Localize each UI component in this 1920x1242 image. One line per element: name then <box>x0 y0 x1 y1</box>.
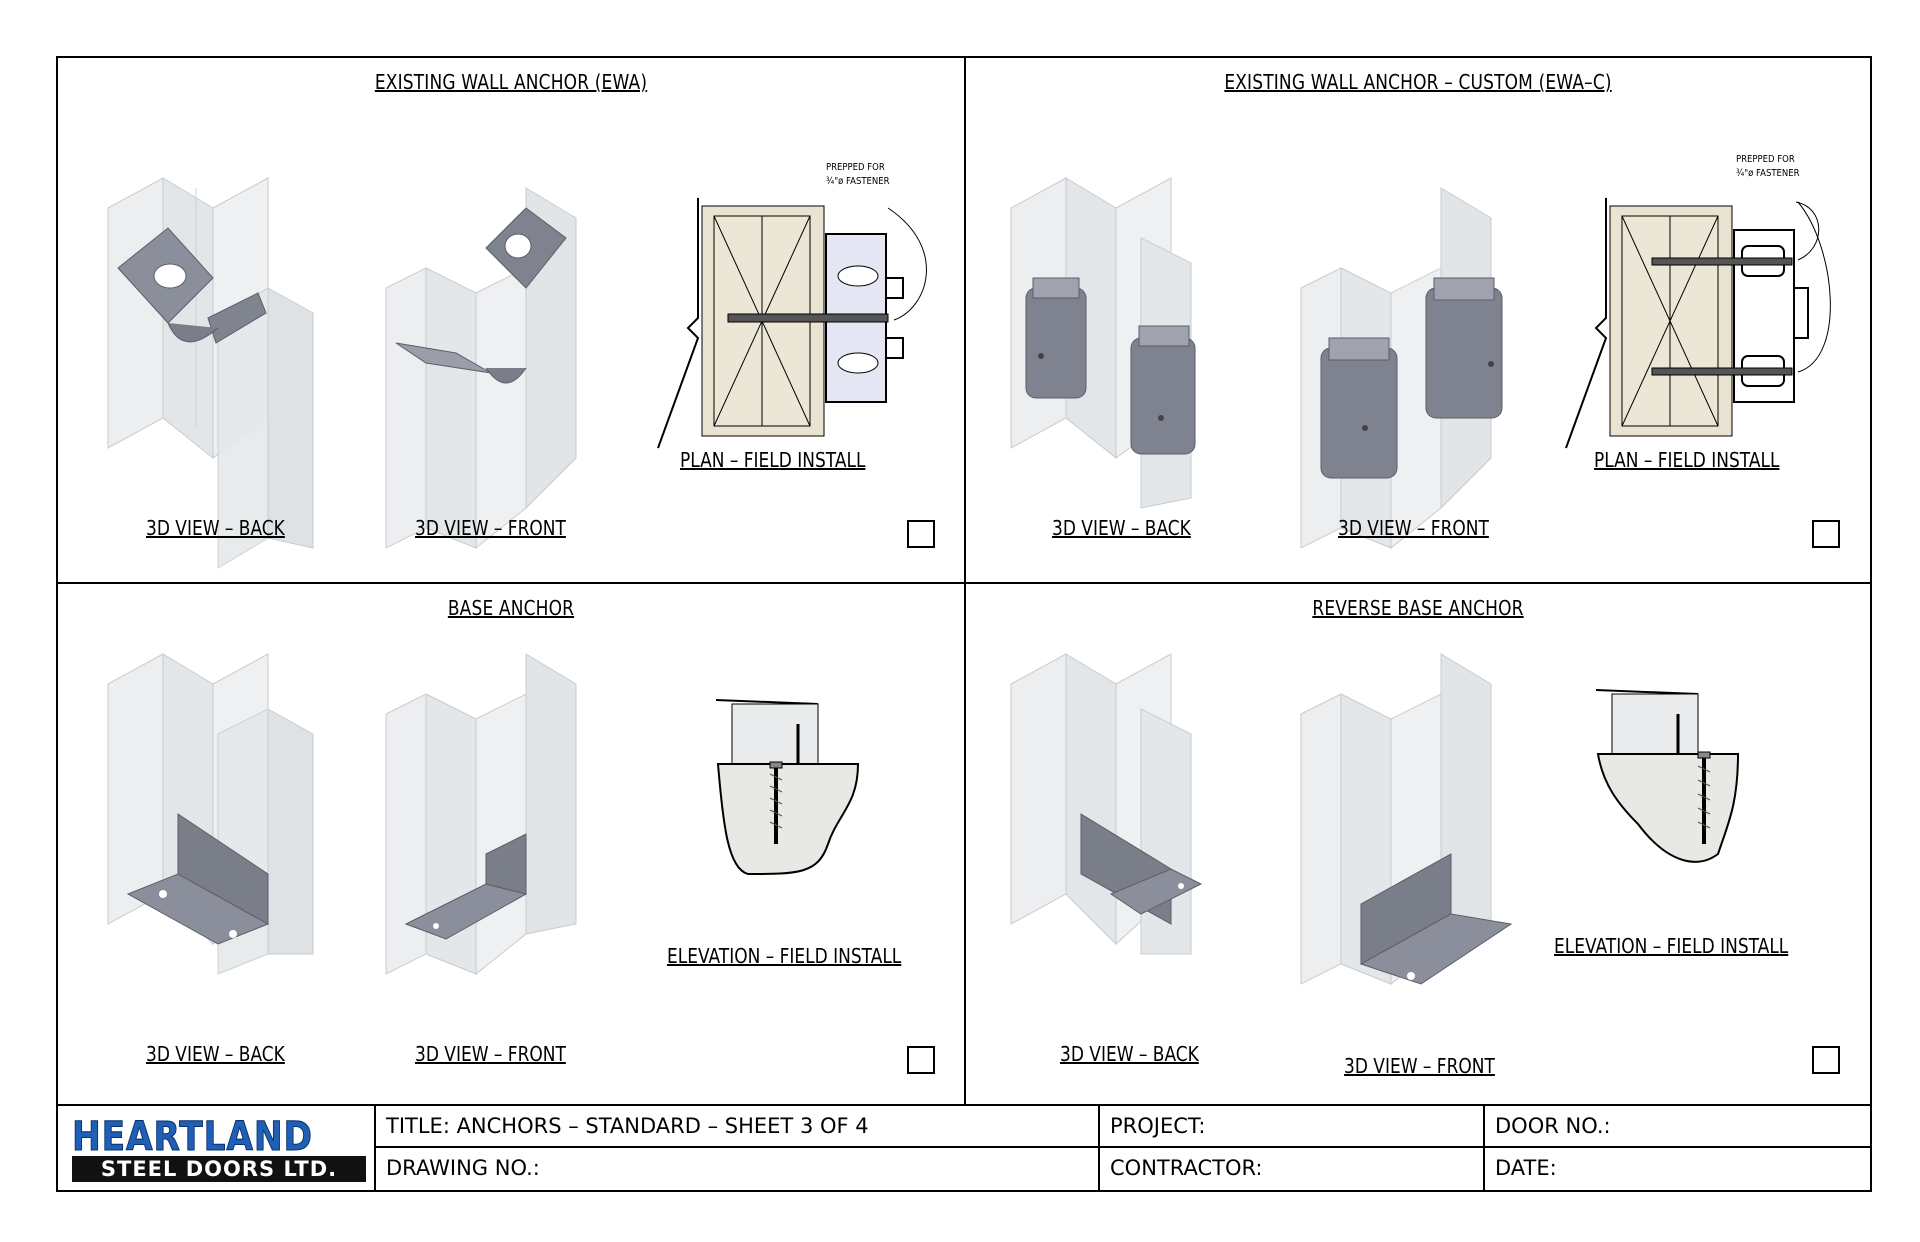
base-3d-front-figure <box>385 653 577 976</box>
drawing-sheet: EXISTING WALL ANCHOR (EWA) 3D VIEW – BAC… <box>56 56 1872 1192</box>
tb-divider-3 <box>1483 1106 1485 1190</box>
ewa-3d-back-figure <box>107 177 314 569</box>
base-checkbox[interactable] <box>907 1046 935 1074</box>
reverse-view-front-label: 3D VIEW – FRONT <box>1344 1054 1495 1078</box>
date-field[interactable]: DATE: <box>1495 1156 1557 1180</box>
ewac-plan-label: PLAN – FIELD INSTALL <box>1594 448 1780 472</box>
panel-divider-horizontal <box>58 582 1870 584</box>
ewac-checkbox[interactable] <box>1812 520 1840 548</box>
tb-divider-1 <box>374 1106 376 1190</box>
door-number-field[interactable]: DOOR NO.: <box>1495 1114 1611 1138</box>
logo-subtitle: STEEL DOORS LTD. <box>72 1156 366 1182</box>
ewa-fastener-note-1: PREPPED FOR <box>826 162 885 173</box>
ewa-checkbox[interactable] <box>907 520 935 548</box>
panel-existing-wall-anchor-custom: EXISTING WALL ANCHOR – CUSTOM (EWA–C) 3D… <box>966 58 1870 582</box>
ewac-3d-front-figure <box>1300 187 1503 550</box>
tb-divider-2 <box>1098 1106 1100 1190</box>
reverse-3d-front-figure <box>1300 653 1513 986</box>
panel-base-anchor: BASE ANCHOR 3D VIEW – BACK 3D VIEW – FRO… <box>58 584 964 1104</box>
panel-title: EXISTING WALL ANCHOR – CUSTOM (EWA–C) <box>1224 70 1612 94</box>
project-field[interactable]: PROJECT: <box>1110 1114 1206 1138</box>
ewa-fastener-note-2: ¾"ø FASTENER <box>826 176 890 187</box>
tb-row-divider <box>374 1146 1870 1148</box>
base-3d-back-figure <box>107 653 314 975</box>
ewa-plan-figure <box>657 198 927 449</box>
panel-title: BASE ANCHOR <box>447 596 575 620</box>
panel-title: REVERSE BASE ANCHOR <box>1312 596 1524 620</box>
reverse-view-back-label: 3D VIEW – BACK <box>1060 1042 1199 1066</box>
ewa-plan-label: PLAN – FIELD INSTALL <box>680 448 866 472</box>
reverse-3d-back-figure <box>1010 653 1203 955</box>
ewac-view-back-label: 3D VIEW – BACK <box>1052 516 1191 540</box>
ewac-fastener-note-2: ¾"ø FASTENER <box>1736 168 1800 179</box>
contractor-field[interactable]: CONTRACTOR: <box>1110 1156 1263 1180</box>
ewa-view-front-label: 3D VIEW – FRONT <box>415 516 566 540</box>
reverse-elevation-label: ELEVATION – FIELD INSTALL <box>1554 934 1789 958</box>
heartland-logo: HEARTLAND STEEL DOORS LTD. <box>58 1106 374 1190</box>
base-view-front-label: 3D VIEW – FRONT <box>415 1042 566 1066</box>
sheet-title: TITLE: ANCHORS – STANDARD – SHEET 3 OF 4 <box>386 1114 869 1138</box>
panel-title: EXISTING WALL ANCHOR (EWA) <box>374 70 648 94</box>
panel-divider-vertical <box>964 58 966 1104</box>
ewa-3d-front-figure <box>385 187 577 550</box>
panel-existing-wall-anchor: EXISTING WALL ANCHOR (EWA) 3D VIEW – BAC… <box>58 58 964 582</box>
reverse-elevation-figure <box>1595 689 1740 863</box>
title-block-top-line <box>58 1104 1870 1106</box>
ewac-3d-back-figure <box>1010 177 1196 509</box>
reverse-checkbox[interactable] <box>1812 1046 1840 1074</box>
ewac-plan-figure <box>1565 198 1831 449</box>
title-block: HEARTLAND STEEL DOORS LTD. TITLE: ANCHOR… <box>58 1106 1870 1190</box>
ewac-view-front-label: 3D VIEW – FRONT <box>1338 516 1489 540</box>
drawing-number-field[interactable]: DRAWING NO.: <box>386 1156 540 1180</box>
base-elevation-label: ELEVATION – FIELD INSTALL <box>667 944 902 968</box>
ewac-fastener-note-1: PREPPED FOR <box>1736 154 1795 165</box>
ewa-view-back-label: 3D VIEW – BACK <box>146 516 285 540</box>
base-view-back-label: 3D VIEW – BACK <box>146 1042 285 1066</box>
panel-reverse-base-anchor: REVERSE BASE ANCHOR 3D VIEW – BACK 3D VI… <box>966 584 1870 1104</box>
base-elevation-figure <box>715 699 860 876</box>
logo-wordmark: HEARTLAND <box>72 1114 313 1161</box>
